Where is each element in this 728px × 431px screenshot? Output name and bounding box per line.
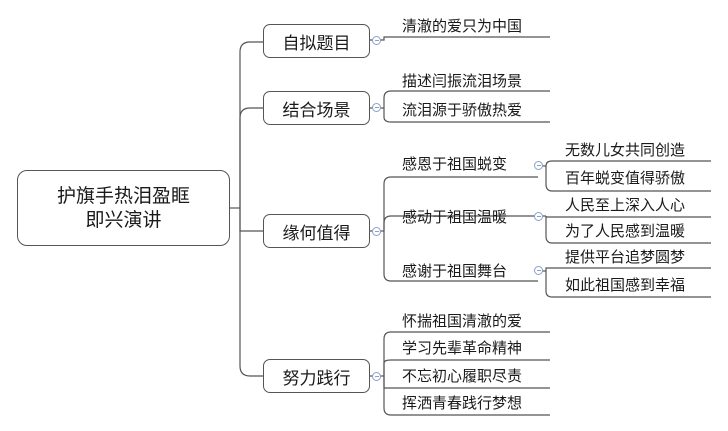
branch-topic-1-label: 自拟题目	[282, 33, 351, 54]
central-topic-line1: 护旗手热泪盈眶	[56, 185, 190, 207]
leaf-topic[interactable]: 描述闫振流泪场景	[402, 72, 523, 90]
collapse-toggle-icon[interactable]	[372, 227, 381, 236]
collapse-toggle-icon[interactable]	[534, 266, 543, 275]
leaf-topic[interactable]: 提供平台追梦圆梦	[565, 248, 686, 266]
sub-topic-1[interactable]: 感恩于祖国蜕变	[402, 155, 508, 173]
branch-topic-2-label: 结合场景	[282, 100, 351, 121]
sub-topic-2[interactable]: 感动于祖国温暖	[402, 208, 508, 226]
leaf-topic[interactable]: 学习先辈革命精神	[402, 339, 523, 357]
leaf-topic[interactable]: 无数儿女共同创造	[565, 141, 686, 159]
branch-topic-3-label: 缘何值得	[282, 223, 351, 244]
central-topic-line2: 即兴演讲	[85, 209, 162, 231]
leaf-topic[interactable]: 如此祖国感到幸福	[565, 276, 686, 294]
collapse-toggle-icon[interactable]	[534, 161, 543, 170]
branch-topic-1[interactable]: 自拟题目	[263, 24, 370, 58]
collapse-toggle-icon[interactable]	[372, 103, 381, 112]
branch-topic-3[interactable]: 缘何值得	[263, 214, 370, 248]
central-topic[interactable]: 护旗手热泪盈眶 即兴演讲	[17, 170, 230, 246]
leaf-topic[interactable]: 为了人民感到温暖	[565, 222, 686, 240]
branch-topic-4-label: 努力践行	[282, 368, 351, 389]
collapse-toggle-icon[interactable]	[372, 36, 381, 45]
collapse-toggle-icon[interactable]	[534, 212, 543, 221]
leaf-topic[interactable]: 挥洒青春践行梦想	[402, 394, 523, 412]
sub-topic-3[interactable]: 感谢于祖国舞台	[402, 262, 508, 280]
branch-topic-2[interactable]: 结合场景	[263, 91, 370, 125]
leaf-topic[interactable]: 人民至上深入人心	[565, 196, 686, 214]
leaf-topic[interactable]: 百年蜕变值得骄傲	[565, 169, 686, 187]
leaf-topic[interactable]: 流泪源于骄傲热爱	[402, 101, 523, 119]
branch-topic-4[interactable]: 努力践行	[263, 359, 370, 393]
leaf-topic[interactable]: 清澈的爱只为中国	[402, 17, 523, 35]
leaf-topic[interactable]: 怀揣祖国清澈的爱	[402, 312, 523, 330]
leaf-topic[interactable]: 不忘初心履职尽责	[402, 367, 523, 385]
collapse-toggle-icon[interactable]	[372, 372, 381, 381]
